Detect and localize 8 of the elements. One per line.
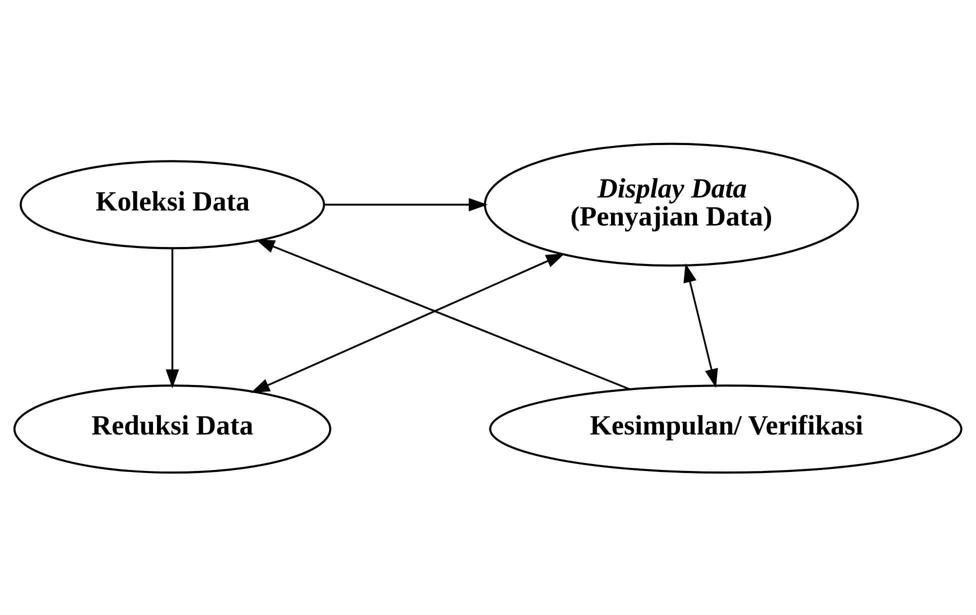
arrow <box>324 198 488 211</box>
arrow <box>684 262 718 388</box>
node-ellipse: Koleksi Data <box>20 160 326 249</box>
arrow <box>166 248 180 388</box>
arrow <box>250 252 565 392</box>
arrow <box>256 238 630 390</box>
node-ellipse: Reduksi Data <box>13 384 332 474</box>
node-ellipse: Kesimpulan/ Verifikasi <box>489 384 962 474</box>
